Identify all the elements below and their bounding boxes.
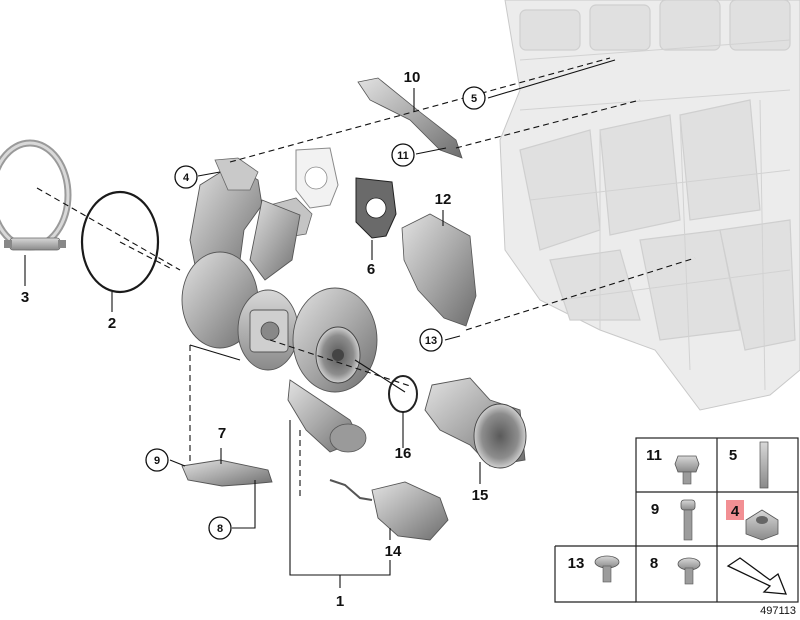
callout-9: 9 xyxy=(145,448,169,472)
label-15: 15 xyxy=(472,487,489,504)
svg-text:4: 4 xyxy=(183,172,190,184)
svg-text:8: 8 xyxy=(217,523,223,535)
fastener-legend: 11 5 9 4 13 8 xyxy=(554,437,799,603)
part-1-turbocharger xyxy=(181,157,378,453)
nut-4-icon xyxy=(745,509,779,541)
bolt-9-icon xyxy=(680,499,696,541)
engine-block xyxy=(499,0,800,411)
arrow-icon xyxy=(726,557,787,595)
label-14: 14 xyxy=(385,543,402,560)
callout-4: 4 xyxy=(174,165,198,189)
legend-label-8: 8 xyxy=(650,555,658,572)
callout-13: 13 xyxy=(419,328,443,352)
part-6-gasket xyxy=(355,177,397,239)
label-2: 2 xyxy=(108,315,116,332)
diagram-number: 497113 xyxy=(760,605,796,617)
legend-label-11: 11 xyxy=(646,447,662,464)
bolt-11-icon xyxy=(674,455,700,485)
label-16: 16 xyxy=(395,445,412,462)
label-12: 12 xyxy=(435,191,452,208)
bolt-8-icon xyxy=(677,557,701,585)
label-10: 10 xyxy=(404,69,421,86)
label-7: 7 xyxy=(218,425,226,442)
svg-text:13: 13 xyxy=(425,335,437,347)
gasket-upper xyxy=(295,147,339,209)
part-16-o-ring xyxy=(388,375,418,413)
part-2-seal-ring xyxy=(80,190,160,294)
part-14-actuator xyxy=(329,479,449,541)
leader-lines xyxy=(24,57,696,588)
label-6: 6 xyxy=(367,261,375,278)
svg-text:5: 5 xyxy=(471,93,477,105)
part-3-clamp xyxy=(0,139,72,251)
legend-label-13: 13 xyxy=(568,555,585,572)
part-15-outlet-pipe xyxy=(424,377,527,469)
svg-text:11: 11 xyxy=(397,150,409,162)
bolt-13-icon xyxy=(594,555,620,583)
callout-11: 11 xyxy=(391,143,415,167)
legend-label-9: 9 xyxy=(651,501,659,518)
legend-label-5: 5 xyxy=(729,447,737,464)
label-1: 1 xyxy=(336,593,344,610)
part-7-bracket xyxy=(181,459,273,487)
svg-text:9: 9 xyxy=(154,455,160,467)
callout-8: 8 xyxy=(208,516,232,540)
part-10-heat-shield xyxy=(357,77,463,159)
callout-5: 5 xyxy=(462,86,486,110)
part-12-heat-shield xyxy=(401,213,477,327)
stud-5-icon xyxy=(759,441,769,489)
label-3: 3 xyxy=(21,289,29,306)
highlight-4 xyxy=(726,500,744,520)
legend-label-4: 4 xyxy=(731,503,740,520)
